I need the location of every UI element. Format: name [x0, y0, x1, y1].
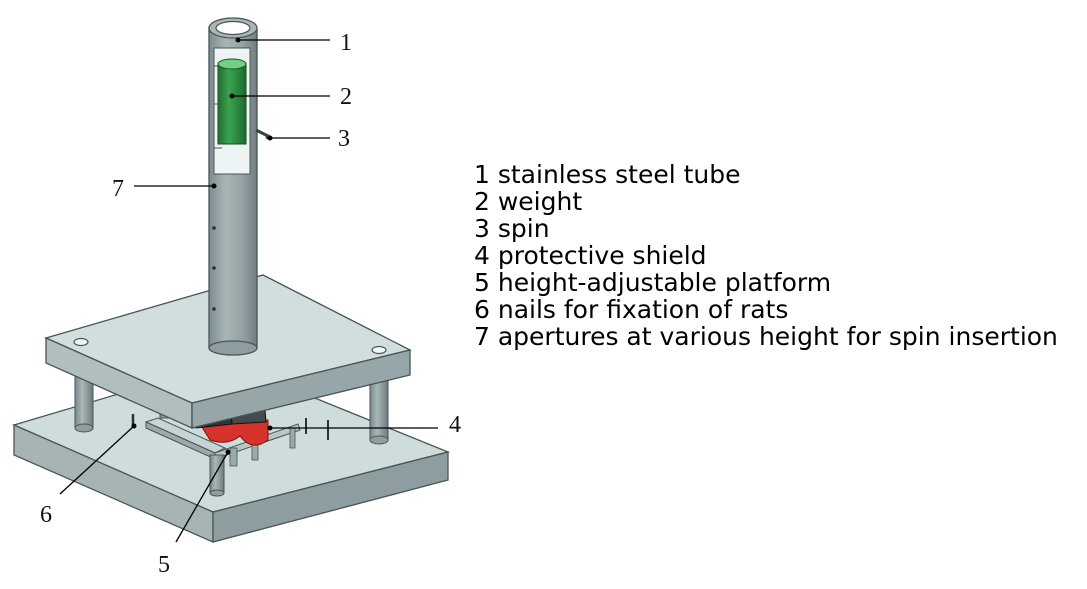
legend-item-5: 5 height-adjustable platform	[474, 268, 832, 297]
callout-4: 4	[449, 412, 461, 438]
callout-5: 5	[158, 552, 170, 578]
legend-item-1: 1 stainless steel tube	[474, 160, 741, 189]
legend-item-6: 6 nails for fixation of rats	[474, 295, 789, 324]
callout-2: 2	[340, 84, 352, 110]
callout-1: 1	[340, 30, 352, 56]
support-post-back-right	[369, 379, 389, 445]
legend-item-4: 4 protective shield	[474, 241, 707, 270]
support-post-back-left	[74, 371, 94, 433]
legend-item-7: 7 apertures at various height for spin i…	[474, 322, 1058, 351]
callout-6: 6	[40, 502, 52, 528]
callout-7: 7	[112, 176, 124, 202]
weight	[217, 58, 247, 145]
legend: 1 stainless steel tube 2 weight 3 spin 4…	[474, 161, 1058, 350]
callout-leaders	[59, 37, 438, 543]
legend-item-3: 3 spin	[474, 214, 550, 243]
callout-3: 3	[338, 126, 350, 152]
legend-item-2: 2 weight	[474, 187, 583, 216]
